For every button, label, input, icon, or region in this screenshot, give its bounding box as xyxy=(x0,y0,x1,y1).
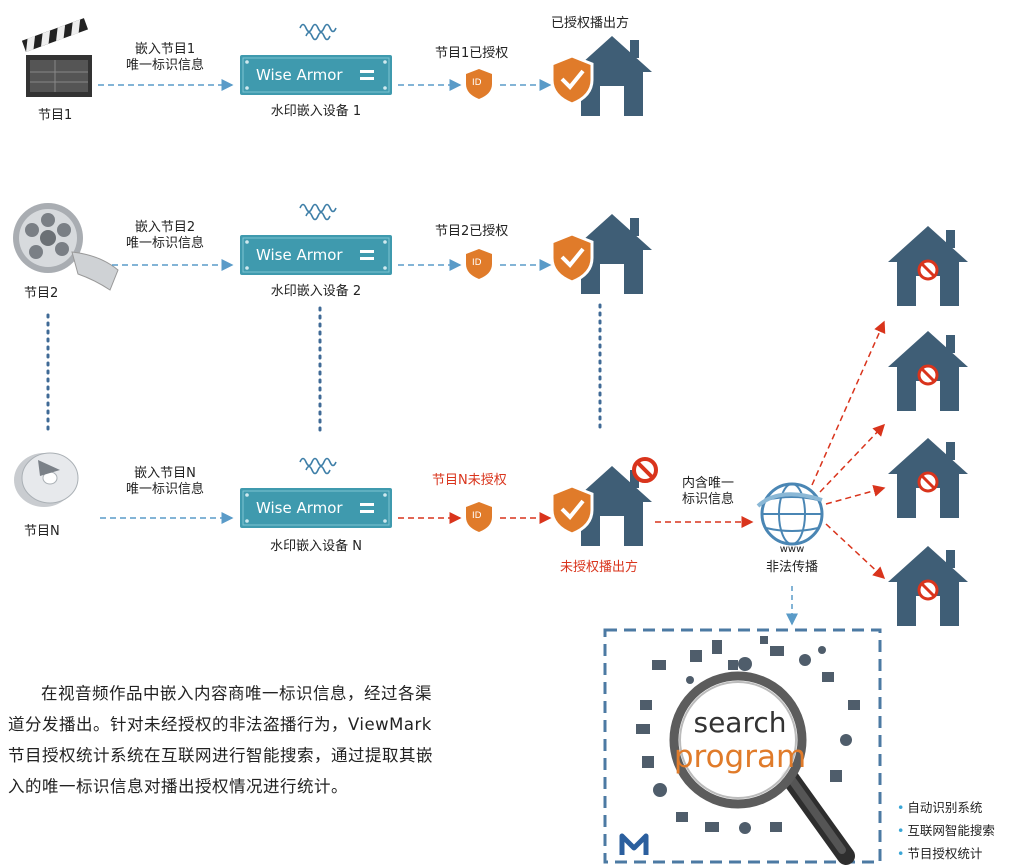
id-text: ID xyxy=(472,258,482,268)
device-name-n: Wise Armor xyxy=(256,499,343,517)
globe-icon xyxy=(756,482,824,546)
waves-icon xyxy=(299,203,337,221)
illegal-spread-label: 非法传播 xyxy=(765,560,818,575)
device-caption-1: 水印嵌入设备 1 xyxy=(270,104,362,119)
arrow-spread-4 xyxy=(825,523,886,580)
magnifier-icon xyxy=(669,671,855,865)
embed-label-line: 嵌入节目1 xyxy=(134,42,196,57)
embed-label-line: 唯一标识信息 xyxy=(125,58,204,73)
prohibited-icon xyxy=(632,457,658,483)
arrow-spread-2 xyxy=(819,423,886,493)
auth-label-1: 节目1已授权 xyxy=(435,46,509,61)
feature-item: 节目授权统计 xyxy=(897,842,995,865)
www-label: www xyxy=(779,544,805,555)
banned-house-icon xyxy=(888,546,968,626)
feature-item: 自动识别系统 xyxy=(897,796,995,819)
device-caption-n: 水印嵌入设备 N xyxy=(270,539,362,554)
film-reel-icon xyxy=(13,203,119,291)
authorized-broadcaster-label: 已授权播出方 xyxy=(551,16,630,31)
contains-line: 标识信息 xyxy=(681,492,734,507)
waves-icon xyxy=(299,457,337,475)
program-label-n: 节目N xyxy=(24,524,60,539)
device-caption-2: 水印嵌入设备 2 xyxy=(270,284,362,299)
auth-label-2: 节目2已授权 xyxy=(435,224,509,239)
search-word: search xyxy=(693,706,787,739)
clapperboard-icon xyxy=(21,18,92,97)
arrow-spread-1 xyxy=(811,320,886,486)
feature-list: 自动识别系统 互联网智能搜索 节目授权统计 xyxy=(897,796,995,865)
program-word: program xyxy=(673,739,807,775)
embed-label-line: 嵌入节目N xyxy=(134,466,196,481)
description-paragraph: 在视音频作品中嵌入内容商唯一标识信息，经过各渠道分发播出。针对未经授权的非法盗播… xyxy=(8,684,433,796)
contains-id-label: 内含唯一 标识信息 xyxy=(668,476,748,508)
banned-house-icon xyxy=(888,331,968,411)
program-label-1: 节目1 xyxy=(38,108,73,123)
contains-line: 内含唯一 xyxy=(681,476,734,491)
banned-house-icon xyxy=(888,226,968,306)
arrow-spread-3 xyxy=(825,485,886,505)
id-text: ID xyxy=(472,511,482,521)
search-frame xyxy=(603,628,882,864)
authorized-house-icon xyxy=(550,36,652,116)
unauth-label-n: 节目N未授权 xyxy=(432,473,507,488)
waves-icon xyxy=(299,23,337,41)
embed-label-n: 嵌入节目N 唯一标识信息 xyxy=(110,466,220,498)
program-label-2: 节目2 xyxy=(24,286,59,301)
embed-label-2: 嵌入节目2 唯一标识信息 xyxy=(110,220,220,252)
authorized-house-icon xyxy=(550,214,652,294)
banned-house-icon xyxy=(888,438,968,518)
feature-item: 互联网智能搜索 xyxy=(897,819,995,842)
m-logo xyxy=(619,833,649,855)
disc-icon xyxy=(14,452,79,507)
embed-label-line: 唯一标识信息 xyxy=(125,236,204,251)
id-text: ID xyxy=(472,78,482,88)
device-name-2: Wise Armor xyxy=(256,246,343,264)
embed-label-line: 嵌入节目2 xyxy=(134,220,196,235)
device-name-1: Wise Armor xyxy=(256,66,343,84)
unauthorized-broadcaster-label: 未授权播出方 xyxy=(560,560,639,575)
embed-label-line: 唯一标识信息 xyxy=(125,482,204,497)
embed-label-1: 嵌入节目1 唯一标识信息 xyxy=(110,42,220,74)
media-icons-cluster xyxy=(636,636,860,834)
